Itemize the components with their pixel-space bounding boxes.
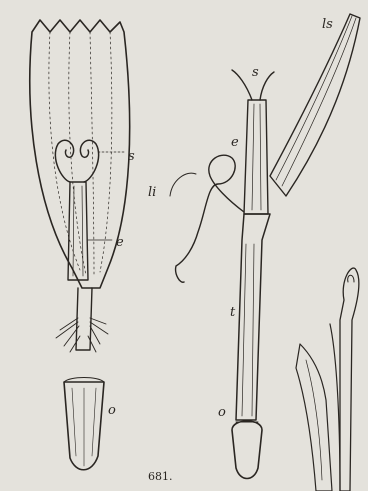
left-corolla: [30, 20, 130, 288]
bottom-right-fragment: [296, 268, 359, 491]
label-s-left: s: [128, 149, 135, 164]
left-corolla-tube: [76, 288, 92, 350]
label-s-right: s: [252, 65, 259, 80]
label-o-right: o: [218, 405, 226, 420]
label-o-left: o: [108, 403, 116, 418]
right-ligule: [270, 14, 360, 196]
left-pappus: [56, 318, 108, 352]
label-e-right: e: [231, 135, 239, 150]
left-stigma-curls: [55, 140, 98, 182]
right-ovary: [232, 421, 262, 479]
label-ls: ls: [322, 17, 333, 32]
right-floret: [170, 14, 360, 479]
figure-caption: 681.: [148, 470, 173, 483]
label-li: li: [148, 185, 156, 200]
label-e-left: e: [116, 235, 124, 250]
right-anther-tube: [244, 100, 268, 214]
label-t: t: [230, 305, 236, 320]
